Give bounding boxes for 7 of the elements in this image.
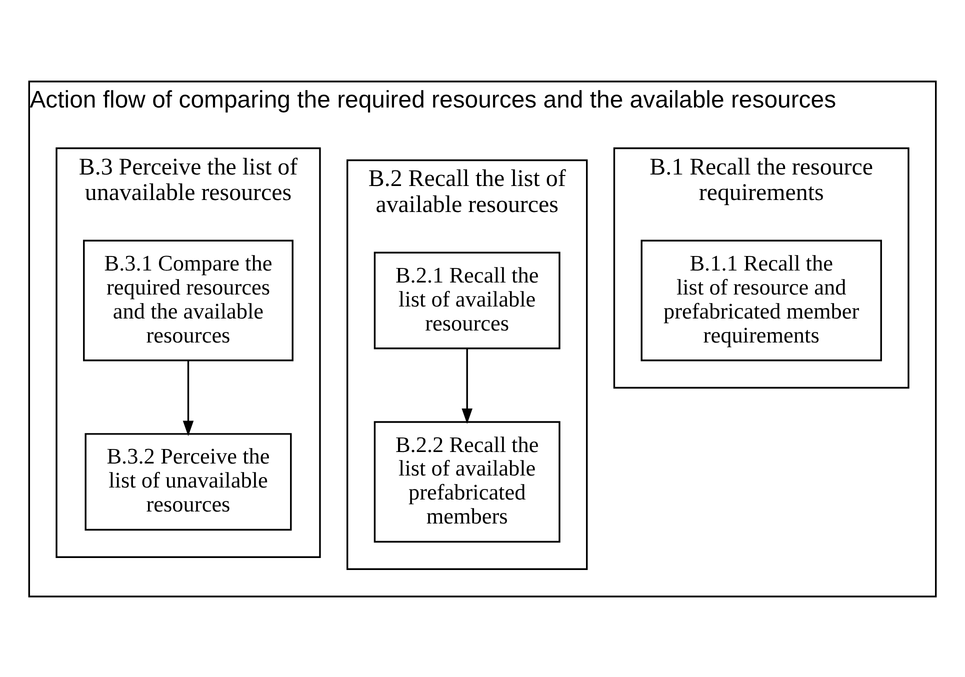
node-box: B.3.2 Perceive the list of unavailable resources (84, 432, 292, 530)
node-box: B.1.1 Recall the list of resource and prefabricated member requirements (640, 239, 882, 361)
node-box: B.3.1 Compare the required resources and the available resources (83, 239, 294, 361)
arrow (462, 348, 472, 424)
node-box: B.2.2 Recall the list of available prefabricated members (374, 420, 560, 542)
node-box: B.2.1 Recall the list of available resources (374, 251, 560, 349)
arrow (182, 360, 194, 436)
